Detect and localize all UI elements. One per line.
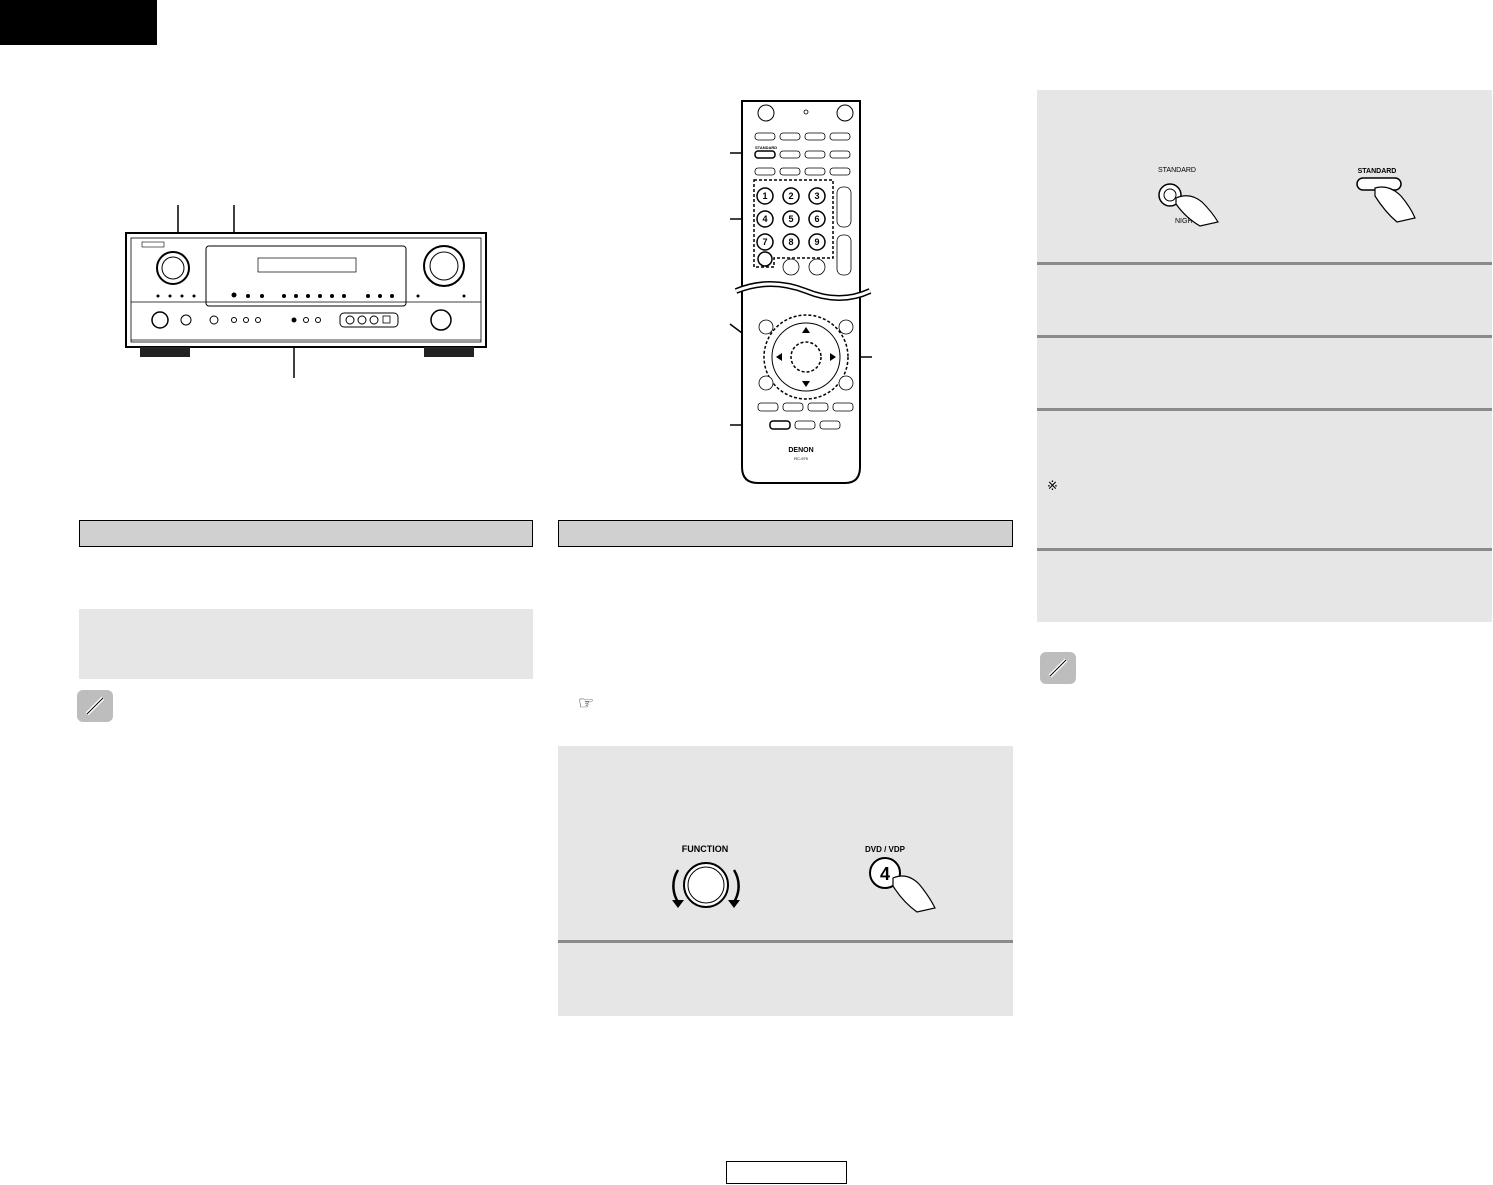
step-divider-2 — [1037, 335, 1492, 338]
standby-indicator — [231, 292, 237, 298]
hand-icon — [1175, 195, 1219, 227]
svg-text:4: 4 — [762, 214, 767, 224]
step-divider-4 — [1037, 548, 1492, 551]
svg-text:9: 9 — [814, 237, 819, 247]
remote-brand: DENON — [788, 447, 813, 454]
middle-section-heading-bar — [558, 520, 1013, 547]
svg-text:3: 3 — [814, 191, 819, 201]
dvd-vdp-label: DVD / VDP — [865, 845, 906, 854]
svg-text:6: 6 — [814, 214, 819, 224]
svg-text:7: 7 — [762, 237, 767, 247]
display-window — [205, 245, 407, 307]
standard-main-unit-illustration: STANDARD NIGHT — [1158, 167, 1219, 227]
dvd-vdp-button-illustration: DVD / VDP 4 — [865, 845, 936, 913]
right-foot — [424, 347, 474, 357]
svg-text:1: 1 — [762, 191, 767, 201]
standard-remote-illustration: STANDARD — [1356, 168, 1416, 223]
svg-text:8: 8 — [788, 237, 793, 247]
left-section-heading-bar — [79, 520, 533, 547]
middle-step-divider — [558, 940, 1013, 943]
reference-mark: ※ — [1047, 478, 1058, 493]
remote-model: RC-979 — [794, 456, 809, 461]
select-knob — [430, 309, 452, 331]
function-knob-illustration: FUNCTION — [672, 844, 740, 908]
page-number-box — [726, 1161, 847, 1184]
phones-jack — [151, 311, 169, 329]
remote-control-illustration: STANDARD 1 2 3 4 5 6 7 8 9 DENON RC-979 — [729, 100, 872, 484]
svg-text:2: 2 — [788, 191, 793, 201]
pointing-hand-icon: ☞ — [578, 693, 595, 713]
hand-icon — [1374, 186, 1416, 223]
step-divider-3 — [1037, 408, 1492, 411]
standard-remote-label: STANDARD — [1358, 168, 1397, 175]
note-pencil-icon — [77, 690, 113, 722]
hand-icon — [892, 875, 936, 913]
left-foot — [140, 347, 190, 357]
brand-plate — [141, 241, 165, 248]
enter-button-outline — [790, 341, 822, 373]
right-steps-box — [1037, 90, 1492, 622]
svg-text:5: 5 — [788, 214, 793, 224]
receiver-body — [125, 232, 487, 348]
night-label: NIGHT — [1175, 218, 1198, 225]
left-step-box — [79, 609, 533, 679]
function-label: FUNCTION — [682, 844, 729, 854]
standard-main-label: STANDARD — [1158, 167, 1196, 174]
display — [257, 257, 357, 273]
dvd-vdp-number: 4 — [880, 864, 890, 884]
cursor-ring-outline — [763, 314, 849, 400]
note-pencil-icon — [1040, 652, 1076, 684]
number-pad-outline — [753, 179, 834, 268]
remote-standard-label: STANDARD — [755, 145, 777, 150]
step-divider-1 — [1037, 262, 1492, 265]
function-selector-point — [291, 317, 297, 323]
receiver-front-panel-illustration — [125, 205, 487, 378]
middle-step-box — [558, 746, 1013, 1016]
language-tab — [0, 0, 157, 45]
input-button — [769, 420, 791, 430]
